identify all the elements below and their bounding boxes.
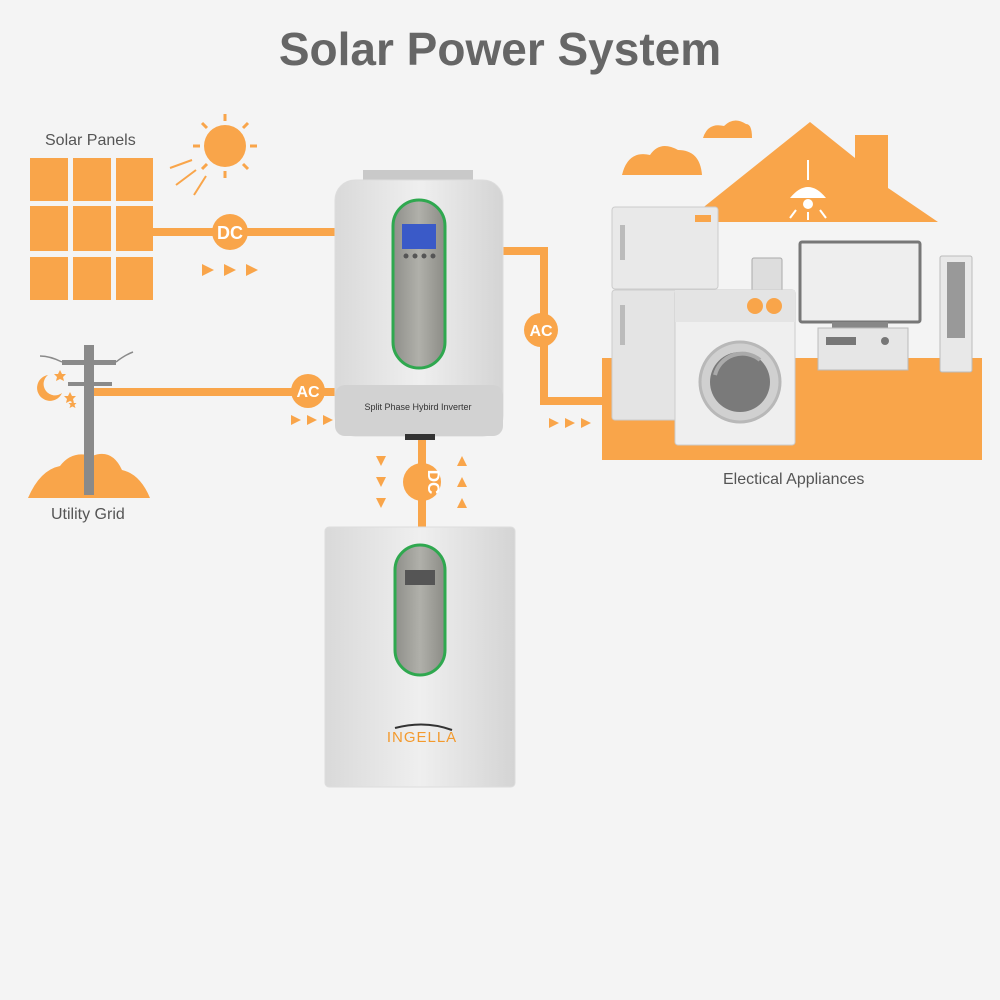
svg-text:DC: DC — [217, 223, 243, 243]
svg-text:AC: AC — [529, 323, 553, 340]
cloud-icon — [703, 120, 752, 138]
svg-text:AC: AC — [296, 384, 320, 401]
ac-load-badge: AC — [524, 313, 558, 347]
battery-lcd — [405, 570, 435, 585]
appliances-label: Electical Appliances — [723, 471, 865, 488]
page-title: Solar Power System — [278, 23, 722, 75]
inverter-label: Split Phase Hybird Inverter — [364, 402, 471, 412]
arrows-right-solar-icon — [202, 264, 258, 276]
inverter-lcd — [402, 224, 436, 249]
battery-brand-logo: INGELLA — [387, 729, 457, 746]
solar-panels-label: Solar Panels — [45, 132, 136, 149]
utility-grid-label: Utility Grid — [51, 506, 125, 523]
solar-panels-icon — [30, 158, 153, 300]
lamp-icon — [789, 160, 827, 220]
svg-text:DC: DC — [424, 470, 443, 495]
utility-grid-icon — [28, 345, 150, 498]
ac-grid-badge: AC — [291, 374, 325, 408]
battery-device — [324, 526, 516, 788]
moon-icon — [37, 375, 62, 401]
dc-solar-badge: DC — [212, 214, 248, 250]
arrows-down-icon — [376, 456, 386, 508]
sun-icon — [169, 114, 257, 196]
cloud-icon — [622, 146, 702, 175]
ac-grid-line — [90, 388, 337, 396]
arrows-up-icon — [457, 456, 467, 508]
appliances-icon — [611, 206, 973, 446]
battery-logo-swoosh — [394, 723, 453, 731]
dc-battery-badge: DC — [403, 463, 443, 501]
arrows-right-load-icon — [549, 418, 591, 428]
inverter-device — [334, 170, 504, 440]
arrows-right-grid-icon — [291, 415, 333, 425]
